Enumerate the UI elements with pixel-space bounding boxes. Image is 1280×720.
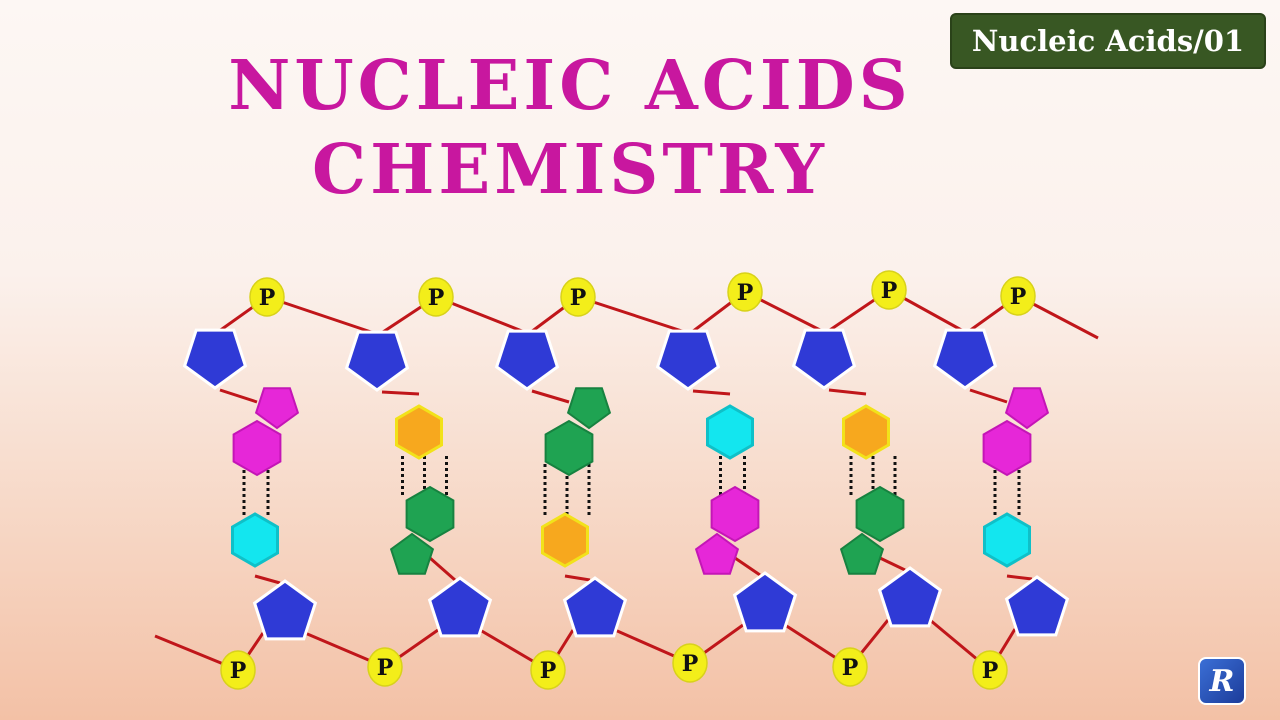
deoxyribose-sugar: [182, 328, 248, 390]
glycosidic-bond: [879, 556, 906, 572]
orange-pyrimidine-hexagon: [395, 404, 443, 460]
sugar-layer: [182, 328, 1070, 641]
phosphate-circle: [832, 647, 868, 687]
green-purine-pentagon: [566, 387, 612, 430]
deoxyribose-sugar: [877, 566, 943, 628]
glycosidic-bond: [828, 388, 867, 396]
cyan-pyrimidine-hexagon: [231, 512, 279, 568]
phosphate-label: P: [842, 655, 859, 681]
magenta-purine-hexagon: [710, 485, 760, 543]
phosphate-label: P: [428, 285, 445, 311]
phosphate-label: P: [682, 651, 699, 677]
glycosidic-bond: [429, 556, 456, 582]
backbone-segment: [577, 295, 689, 335]
glycosidic-bond: [692, 389, 731, 396]
phosphate-circle: [418, 277, 454, 317]
phosphate-circle: [672, 643, 708, 683]
glycosidic-bond: [531, 389, 570, 404]
magenta-purine-hexagon: [982, 419, 1032, 477]
series-badge: Nucleic Acids/01: [950, 13, 1266, 69]
phosphate-label: P: [570, 285, 587, 311]
phosphate-circle: [220, 650, 256, 690]
phosphate-layer: P P P P P P P P P P P P: [220, 270, 1036, 690]
title-line-2: CHEMISTRY: [312, 130, 828, 210]
title-line-1: NUCLEIC ACIDS: [228, 46, 912, 126]
deoxyribose-sugar: [494, 329, 560, 391]
cyan-pyrimidine-hexagon: [706, 404, 754, 460]
backbone-segment: [266, 295, 378, 336]
phosphate-circle: [871, 270, 907, 310]
phosphate-label: P: [540, 658, 557, 684]
phosphate-circle: [972, 650, 1008, 690]
magenta-purine-pentagon: [694, 532, 740, 575]
magenta-purine-pentagon: [1004, 387, 1050, 430]
green-purine-hexagon: [855, 485, 905, 543]
orange-pyrimidine-hexagon: [541, 512, 589, 568]
hydrogen-bond-layer: [242, 456, 1021, 516]
glycosidic-bond: [219, 388, 258, 404]
deoxyribose-sugar: [427, 576, 493, 638]
phosphate-label: P: [230, 658, 247, 684]
phosphate-label: P: [259, 285, 276, 311]
glycosidic-bond: [564, 574, 591, 582]
phosphate-circle: [727, 272, 763, 312]
glycosidic-bond: [1006, 574, 1033, 581]
glycosidic-bond: [254, 574, 281, 585]
deoxyribose-sugar: [791, 328, 857, 390]
phosphate-label: P: [377, 655, 394, 681]
phosphate-label: P: [737, 280, 754, 306]
glycosidic-bond: [969, 388, 1008, 404]
phosphate-label: P: [881, 278, 898, 304]
deoxyribose-sugar: [655, 329, 721, 391]
phosphate-circle: [530, 650, 566, 690]
green-purine-pentagon: [839, 532, 885, 575]
logo-letter: R: [1209, 663, 1235, 699]
orange-pyrimidine-hexagon: [842, 404, 890, 460]
green-purine-hexagon: [405, 485, 455, 543]
phosphate-circle: [249, 277, 285, 317]
glycosidic-bond: [381, 390, 420, 396]
phosphate-circle: [367, 647, 403, 687]
deoxyribose-sugar: [252, 579, 318, 641]
green-purine-pentagon: [389, 532, 435, 575]
phosphate-label: P: [1010, 284, 1027, 310]
phosphate-circle: [560, 277, 596, 317]
phosphate-circle: [1000, 276, 1036, 316]
phosphate-label: P: [982, 658, 999, 684]
green-purine-hexagon: [544, 419, 594, 477]
base-layer: [231, 387, 1050, 575]
cyan-pyrimidine-hexagon: [983, 512, 1031, 568]
magenta-purine-pentagon: [254, 387, 300, 430]
deoxyribose-sugar: [1004, 575, 1070, 637]
deoxyribose-sugar: [562, 576, 628, 638]
deoxyribose-sugar: [344, 330, 410, 392]
deoxyribose-sugar: [932, 328, 998, 390]
channel-logo: R: [1198, 657, 1246, 705]
deoxyribose-sugar: [732, 571, 798, 633]
glycosidic-bond: [734, 556, 761, 577]
magenta-purine-hexagon: [232, 419, 282, 477]
